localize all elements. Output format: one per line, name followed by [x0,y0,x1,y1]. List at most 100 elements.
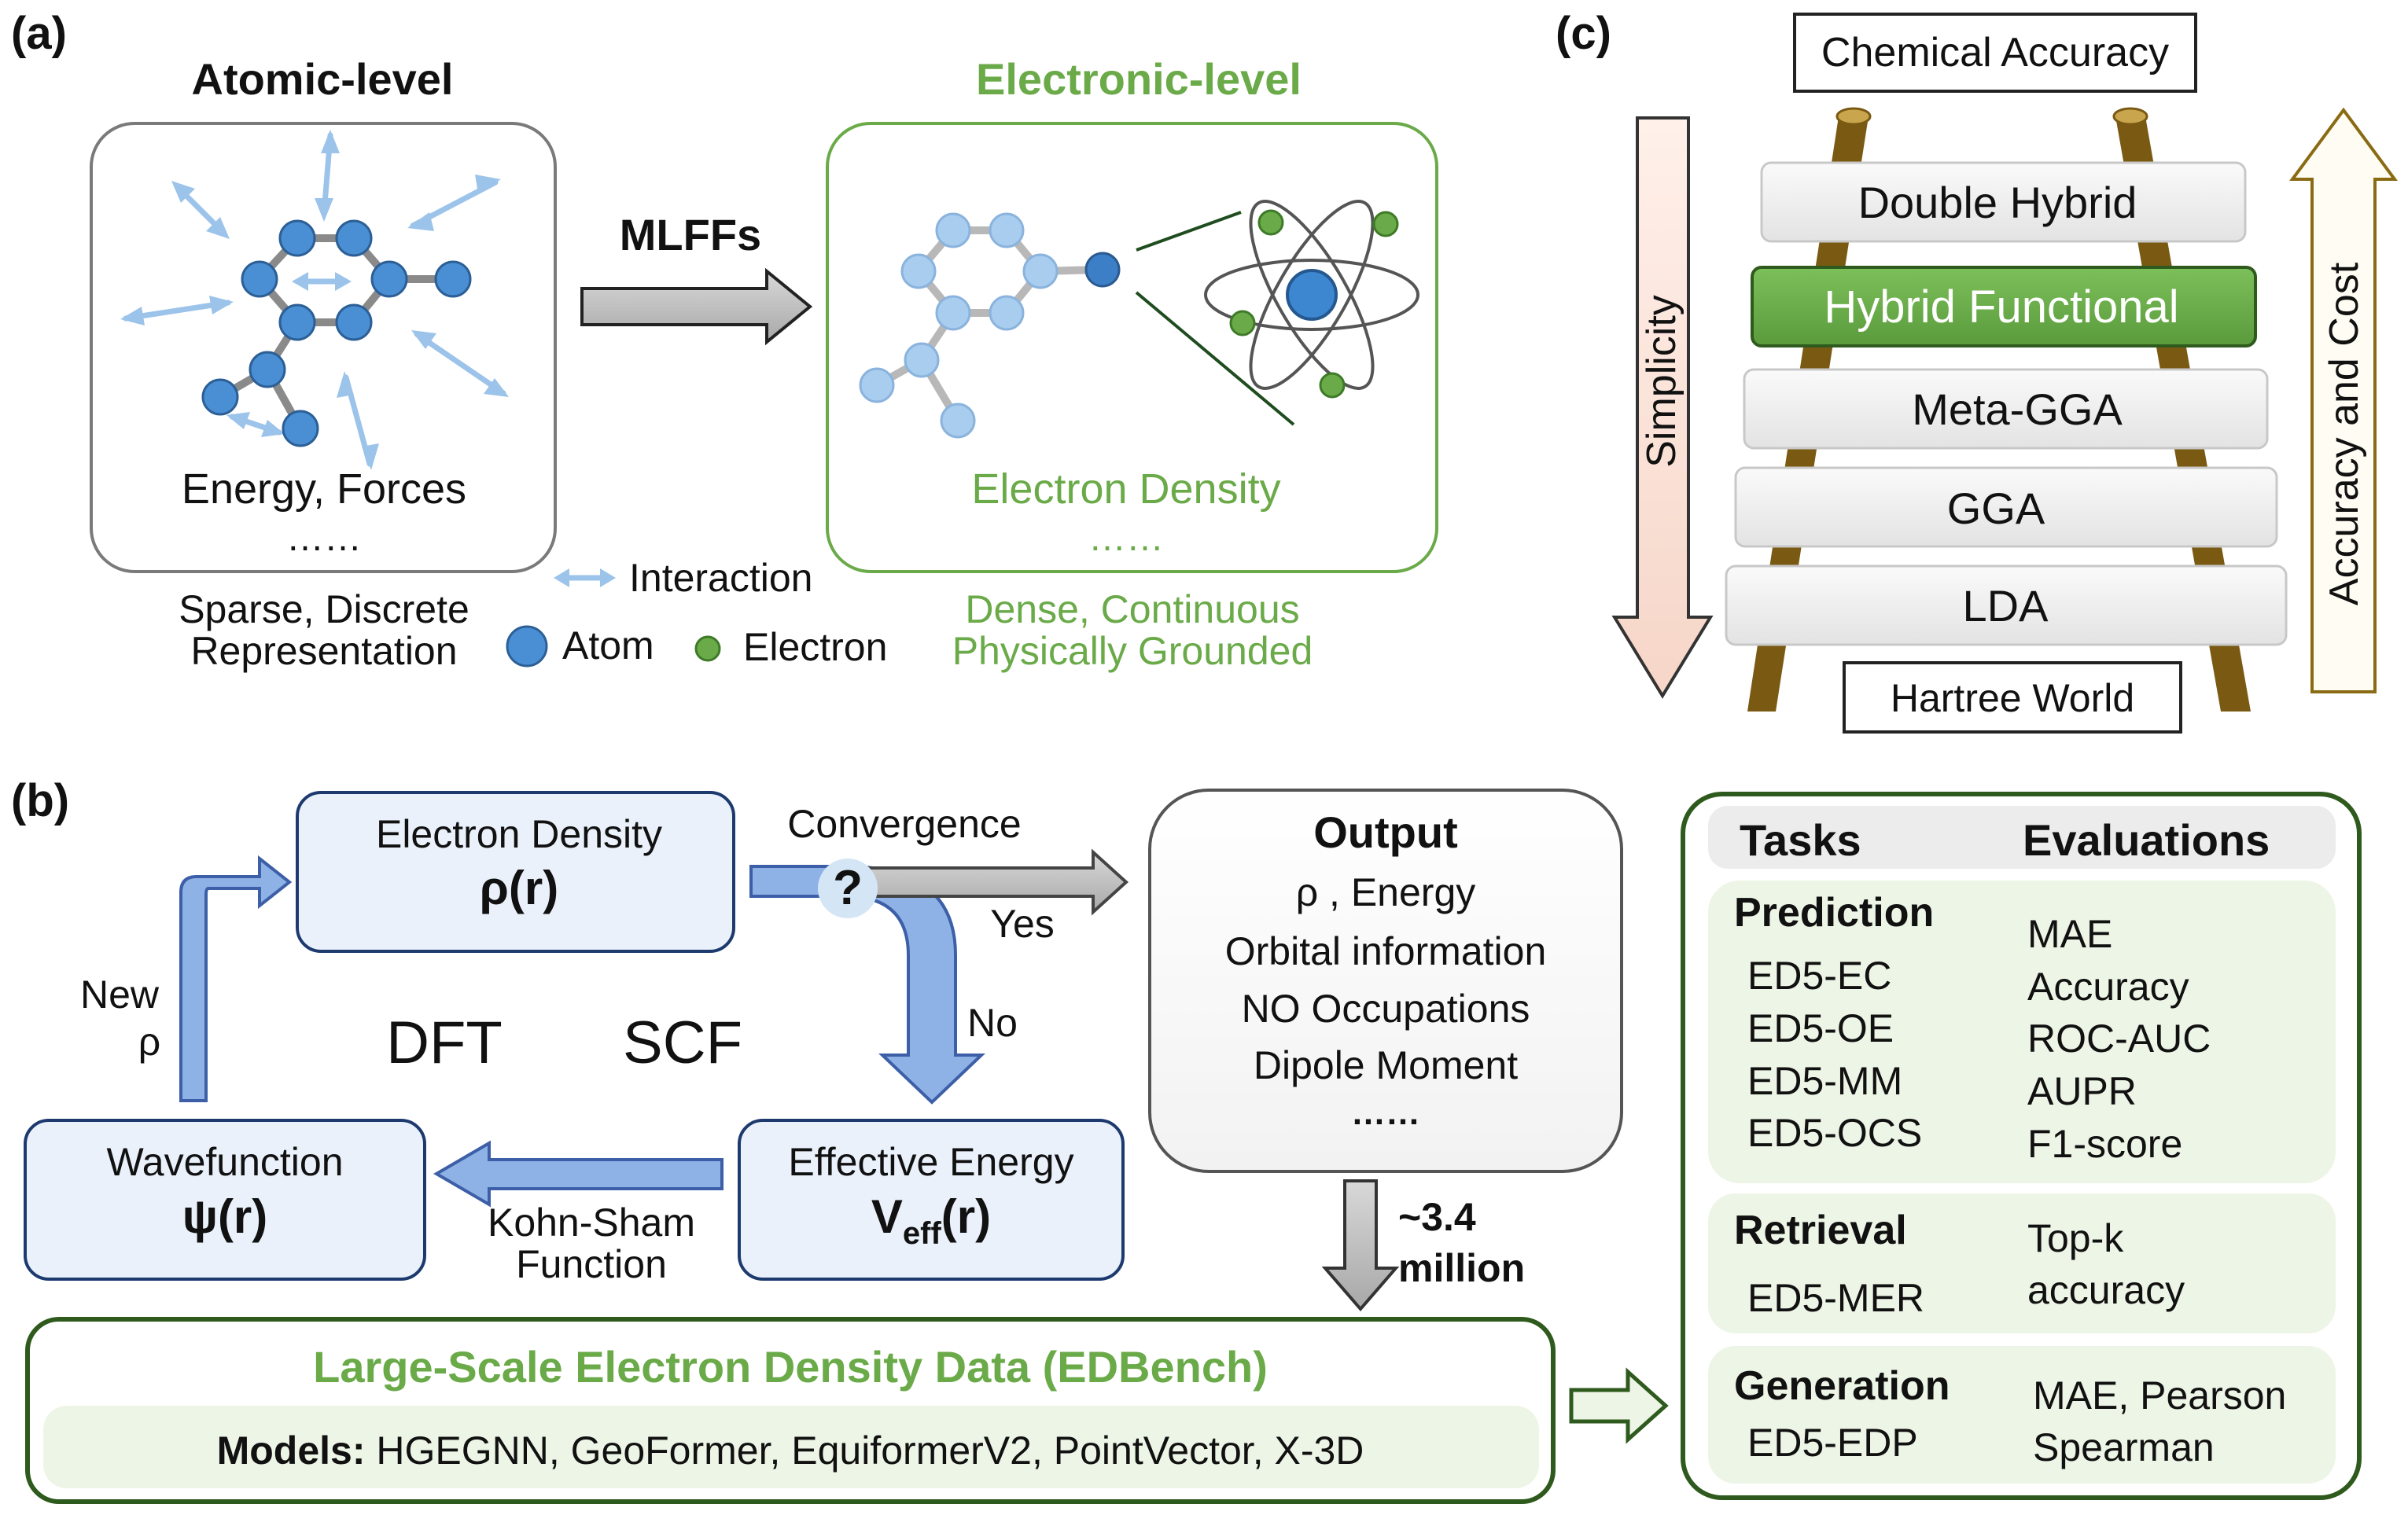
highlighted-atom [1084,252,1121,288]
atomic-level-box [90,122,557,573]
chemical-accuracy-box [1793,13,2197,93]
models-line: Models: HGEGNN, GeoFormer, EquiformerV2,… [217,1429,1364,1473]
retrieval-eval-line1: Top-k [2027,1216,2124,1260]
electrons [1229,209,1399,399]
eval-item: Accuracy [2027,965,2189,1009]
task-item: ED5-MM [1747,1059,1902,1103]
models-panel [43,1406,1539,1488]
hartree-world-box [1843,661,2182,734]
eval-item: AUPR [2027,1069,2137,1113]
prediction-eval-list: MAE Accuracy ROC-AUC AUPR F1-score [2027,912,2211,1166]
tasks-header: Tasks [1740,815,1861,865]
atom-orbits [1204,200,1419,390]
accuracy-cost-label: Accuracy and Cost [2321,262,2367,605]
legend-electron: Electron [694,625,887,669]
electron-density-symbol: ρ(r) [480,862,558,914]
electron-density-box-title: Electron Density [376,812,662,856]
ladder-right-cap [2112,107,2148,126]
right-description-line2: Physically Grounded [952,629,1313,673]
rung-label: GGA [1947,484,2045,533]
rung-label: LDA [1963,581,2049,631]
retrieval-task: ED5-MER [1747,1276,1924,1320]
electronic-level-box [826,122,1438,573]
yes-label: Yes [990,902,1055,946]
output-item: …… [1351,1094,1420,1132]
task-item: ED5-EC [1747,954,1891,998]
rung-double-hybrid: Double Hybrid [1760,161,2247,243]
convergence-question-circle [818,859,878,918]
electronic-ellipsis: …… [1088,517,1164,559]
electron-density-box [296,791,735,953]
generation-eval-line1: MAE, Pearson [2033,1373,2286,1418]
rung-hybrid-functional: Hybrid Functional [1751,266,2257,347]
to-tasks-arrow [1569,1367,1669,1444]
tasks-header-bar [1708,806,2336,869]
electronic-level-title: Electronic-level [976,54,1302,104]
new-rho-label-line1: New [80,973,160,1017]
atom-nucleus [1286,269,1338,321]
rung-label: Hybrid Functional [1824,281,2178,333]
kohn-sham-label-line2: Function [516,1242,667,1286]
dft-label: DFT [386,1009,503,1076]
evaluations-header: Evaluations [2023,815,2270,865]
retrieval-card [1708,1193,2336,1333]
interaction-arrowheads [120,130,509,470]
convergence-label: Convergence [787,802,1021,846]
retrieval-title: Retrieval [1734,1208,1907,1253]
generation-eval-line2: Spearman [2033,1425,2215,1469]
output-list: ρ , Energy Orbital information NO Occupa… [1225,870,1547,1132]
task-item: ED5-OCS [1747,1111,1922,1155]
convergence-question-mark: ? [833,861,863,915]
rung-gga: GGA [1734,466,2278,548]
rung-label: Meta-GGA [1912,384,2123,434]
left-description-line2: Representation [190,629,457,673]
data-count-arrow [1321,1179,1400,1312]
output-item: ρ , Energy [1296,870,1476,914]
scf-label: SCF [623,1009,742,1076]
eval-item: MAE [2027,912,2112,956]
wavefunction-symbol: ψ(r) [182,1190,268,1243]
simplicity-arrow [1611,116,1714,699]
mlffs-arrow [580,267,813,346]
legend-atom: Atom [506,623,654,667]
right-description-line1: Dense, Continuous [965,587,1299,631]
no-label: No [967,1001,1018,1045]
atomic-ellipsis: …… [286,517,362,559]
effective-energy-title: Effective Energy [788,1140,1073,1184]
prediction-task-list: ED5-EC ED5-OE ED5-MM ED5-OCS [1747,954,1922,1155]
zoom-line-bottom [1135,291,1295,426]
rung-lda: LDA [1725,564,2288,646]
data-count-line1: ~3.4 [1398,1195,1476,1239]
hartree-world-label: Hartree World [1891,676,2134,720]
effective-energy-symbol: Veff(r) [871,1190,991,1251]
chemical-accuracy-label: Chemical Accuracy [1821,30,2169,75]
panel-b-label: (b) [11,775,69,826]
edbench-title: Large-Scale Electron Density Data (EDBen… [313,1342,1268,1392]
electronic-caption: Electron Density [971,465,1280,513]
panel-c-label: (c) [1556,8,1611,59]
rung-label: Double Hybrid [1858,178,2137,227]
legend-interaction-label: Interaction [629,556,812,600]
output-item: NO Occupations [1242,987,1530,1031]
retrieval-eval-line2: accuracy [2027,1268,2185,1312]
zoom-line-top [1136,211,1242,252]
new-rho-arrow [179,855,293,1102]
task-item: ED5-OE [1747,1006,1894,1050]
atomic-level-title: Atomic-level [192,54,454,104]
panel-a-label: (a) [11,8,67,59]
legend-interaction: Interaction [554,556,812,600]
wavefunction-title: Wavefunction [106,1140,343,1184]
output-item: Dipole Moment [1254,1043,1518,1087]
legend-electron-label: Electron [743,625,887,669]
output-box [1148,789,1623,1173]
wavefunction-box [24,1119,426,1281]
simplicity-label: Simplicity [1639,295,1684,468]
ladder-left-cap [1835,107,1872,126]
rung-meta-gga: Meta-GGA [1743,368,2269,450]
accuracy-cost-arrow [2289,107,2398,693]
atomic-molecule-atoms [201,219,472,447]
generation-task: ED5-EDP [1747,1421,1918,1465]
mlffs-label: MLFFs [620,210,761,259]
electronic-molecule-atoms [859,212,1059,439]
